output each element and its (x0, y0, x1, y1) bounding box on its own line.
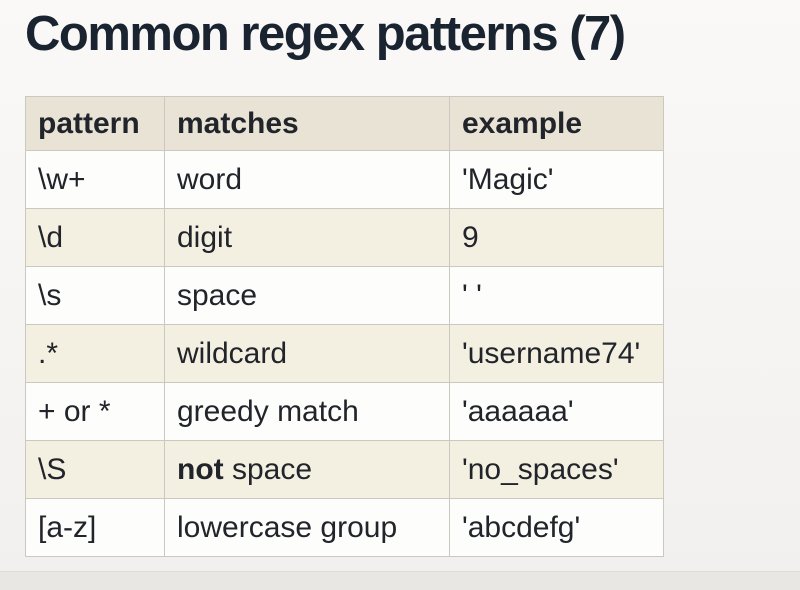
table-row: .* wildcard 'username74' (25, 324, 664, 383)
table-row: [a-z] lowercase group 'abcdefg' (25, 498, 664, 557)
matches-text: digit (177, 220, 233, 254)
table-row: \s space ' ' (25, 266, 664, 325)
table-row: \S not space 'no_spaces' (25, 440, 664, 499)
matches-text: greedy match (177, 394, 359, 428)
cell-pattern: \s (25, 266, 165, 325)
cell-pattern: \w+ (25, 150, 165, 209)
matches-text: space (177, 278, 258, 312)
cell-example: 9 (449, 208, 664, 267)
table-row: + or * greedy match 'aaaaaa' (25, 382, 664, 441)
cell-pattern: \S (25, 440, 165, 499)
matches-text: lowercase group (177, 510, 398, 544)
page-title: Common regex patterns (7) (25, 7, 626, 61)
cell-example: 'Magic' (449, 150, 664, 209)
table-header-row: pattern matches example (25, 96, 664, 151)
table-row: \w+ word 'Magic' (25, 150, 664, 209)
matches-text: space (223, 452, 313, 486)
header-cell-matches: matches (164, 96, 450, 151)
cell-pattern: + or * (25, 382, 165, 441)
cell-example: 'abcdefg' (449, 498, 664, 557)
header-cell-example: example (449, 96, 664, 151)
cell-matches: greedy match (164, 382, 450, 441)
table-row: \d digit 9 (25, 208, 664, 267)
cell-example: 'no_spaces' (449, 440, 664, 499)
cell-matches: not space (164, 440, 450, 499)
cell-example: 'aaaaaa' (449, 382, 664, 441)
header-cell-pattern: pattern (25, 96, 165, 151)
cell-matches: word (164, 150, 450, 209)
cell-matches: wildcard (164, 324, 450, 383)
cell-pattern: [a-z] (25, 498, 165, 557)
cell-matches: space (164, 266, 450, 325)
cell-example: 'username74' (449, 324, 664, 383)
matches-text: word (177, 162, 243, 196)
cell-pattern: \d (25, 208, 165, 267)
regex-patterns-table: pattern matches example \w+ word 'Magic'… (25, 96, 664, 557)
cell-matches: digit (164, 208, 450, 267)
matches-bold-text: not (177, 452, 224, 486)
cell-matches: lowercase group (164, 498, 450, 557)
cell-pattern: .* (25, 324, 165, 383)
cell-example: ' ' (449, 266, 664, 325)
matches-text: wildcard (177, 336, 288, 370)
bottom-gray-strip (0, 571, 800, 590)
